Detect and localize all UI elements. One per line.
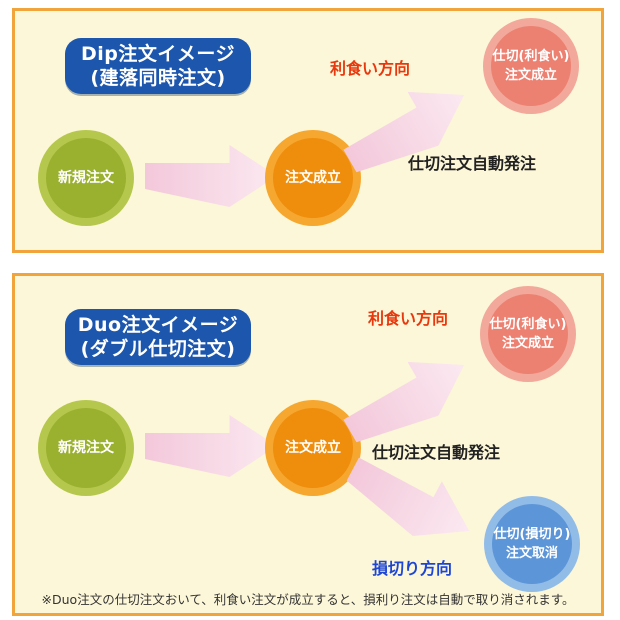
duo-footnote: ※Duo注文の仕切注文おいて、利食い注文が成立すると、損利り注文は自動で取り消さ…: [41, 592, 575, 607]
dip-arrow-right-icon: [145, 145, 277, 207]
duo-close-profit-label: 仕切(利食い) 注文成立: [480, 286, 576, 382]
circle-core: [488, 294, 568, 374]
duo-order-filled-label: 注文成立: [285, 439, 341, 456]
dip-title-line2: (建落同時注文): [90, 67, 226, 89]
duo-title-badge: Duo注文イメージ (ダブル仕切注文): [65, 309, 251, 365]
circle-core: [273, 138, 353, 218]
duo-loss-direction-label: 損切り方向: [372, 559, 453, 578]
circle-core: [492, 504, 572, 584]
duo-title-line2: (ダブル仕切注文): [80, 338, 236, 360]
duo-close-loss-line1: 仕切(損切り): [493, 527, 571, 542]
dip-title-badge: Dip注文イメージ (建落同時注文): [65, 38, 251, 94]
dip-order-panel: Dip注文イメージ (建落同時注文) 新規注文 注文成立 利食い方向 仕切(利食…: [12, 8, 604, 253]
dip-order-filled-circle: 注文成立: [265, 130, 361, 226]
dip-new-order-circle: 新規注文: [38, 130, 134, 226]
duo-auto-order-label: 仕切注文自動発注: [372, 443, 501, 462]
duo-new-order-label: 新規注文: [58, 439, 114, 456]
dip-profit-direction-label: 利食い方向: [330, 59, 411, 78]
duo-close-profit-circle: 仕切(利食い) 注文成立: [480, 286, 576, 382]
dip-new-order-label: 新規注文: [58, 169, 114, 186]
duo-order-panel: Duo注文イメージ (ダブル仕切注文) 新規注文 注文成立 利食い方向 仕切(利…: [12, 273, 604, 616]
duo-profit-direction-label: 利食い方向: [368, 309, 449, 328]
dip-close-profit-line1: 仕切(利食い): [492, 49, 570, 64]
duo-title-line1: Duo注文イメージ: [77, 314, 239, 336]
duo-close-profit-line2: 注文成立: [501, 336, 554, 351]
dip-close-profit-circle: 仕切(利食い) 注文成立: [483, 18, 579, 114]
circle-core: [491, 26, 571, 106]
dip-close-profit-line2: 注文成立: [504, 68, 557, 83]
circle-core: [46, 408, 126, 488]
duo-close-profit-line1: 仕切(利食い): [489, 317, 567, 332]
dip-close-profit-label: 仕切(利食い) 注文成立: [483, 18, 579, 114]
dip-auto-order-label: 仕切注文自動発注: [408, 154, 537, 173]
dip-order-filled-label: 注文成立: [285, 169, 341, 186]
duo-new-order-circle: 新規注文: [38, 400, 134, 496]
duo-order-filled-circle: 注文成立: [265, 400, 361, 496]
duo-close-loss-label: 仕切(損切り) 注文取消: [484, 496, 580, 592]
duo-arrow-right-icon: [145, 415, 277, 477]
duo-close-loss-circle: 仕切(損切り) 注文取消: [484, 496, 580, 592]
circle-core: [273, 408, 353, 488]
duo-close-loss-line2: 注文取消: [505, 546, 558, 561]
dip-title-line1: Dip注文イメージ: [80, 43, 235, 65]
circle-core: [46, 138, 126, 218]
